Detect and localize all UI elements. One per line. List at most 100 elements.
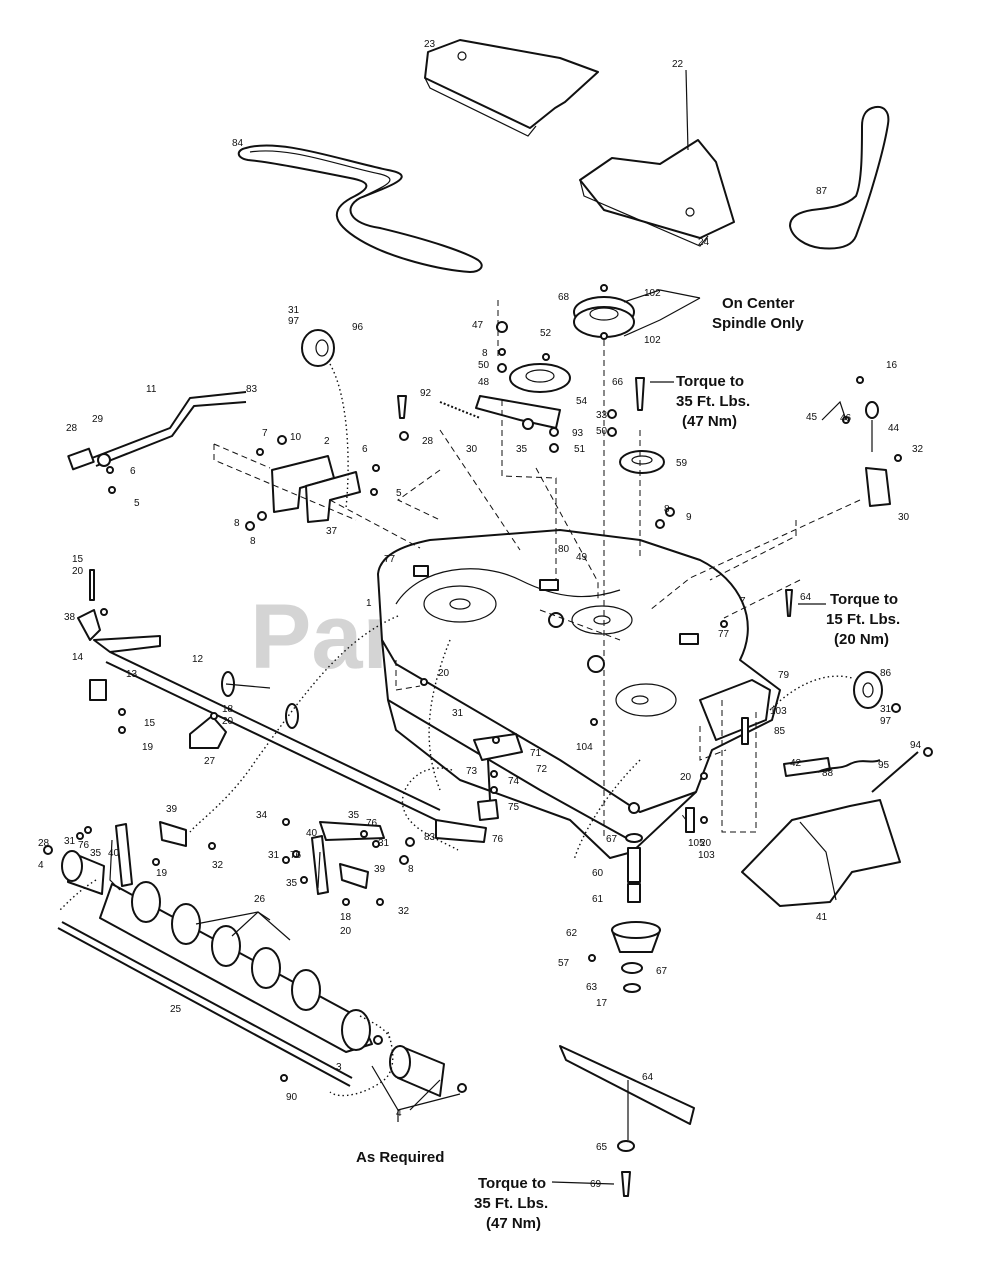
- callout: 13: [126, 669, 138, 680]
- callout: 28: [422, 436, 434, 447]
- callout: 72: [536, 764, 548, 775]
- callout: 24: [698, 237, 710, 248]
- callout: 103: [770, 706, 787, 717]
- callout: 32: [912, 444, 924, 455]
- callout: 6: [130, 466, 136, 477]
- callout: 2: [324, 436, 330, 447]
- spindle-assembly: [611, 833, 661, 993]
- callout: 75: [508, 802, 520, 813]
- callout: 83: [424, 832, 436, 843]
- chute-hinge-rod: [783, 751, 919, 793]
- callout: 4: [396, 1108, 402, 1119]
- callout: 96: [352, 322, 364, 333]
- callout: 80: [558, 544, 570, 555]
- callout: 94: [910, 740, 922, 751]
- callout: 76: [366, 818, 378, 829]
- callout: 73: [466, 766, 478, 777]
- callout: 28: [38, 838, 50, 849]
- callout: 9: [686, 512, 692, 523]
- callout: 49: [576, 552, 588, 563]
- callout: 20: [438, 668, 450, 679]
- belt-cover-left: [424, 39, 599, 137]
- idler-pulley-96: [301, 329, 335, 367]
- callout: 85: [774, 726, 786, 737]
- callout: 77: [384, 554, 396, 565]
- belt-cover-right: [579, 69, 735, 247]
- spindle-pulley-59: [619, 450, 665, 474]
- note-on-center: On Center: [722, 295, 795, 312]
- side-roller-28-right: [389, 1045, 445, 1097]
- callout: 86: [880, 668, 892, 679]
- callout: 37: [326, 526, 338, 537]
- callout: 105: [688, 838, 705, 849]
- callout: 50: [478, 360, 490, 371]
- callout: 60: [592, 868, 604, 879]
- callout: 32: [212, 860, 224, 871]
- note-as-required: As Required: [356, 1149, 444, 1166]
- callout: 20: [680, 772, 692, 783]
- callout: 64: [642, 1072, 654, 1083]
- callout: 30: [466, 444, 478, 455]
- callout: 3: [336, 1062, 342, 1073]
- rear-lift-arms: [189, 715, 487, 843]
- mower-deck: [377, 529, 781, 859]
- callout: 17: [596, 998, 608, 1009]
- callout: 48: [478, 377, 490, 388]
- hardware-fasteners: [43, 284, 933, 1093]
- roller-assembly-26: [99, 881, 373, 1053]
- callout: 20: [72, 566, 84, 577]
- callout: 10: [290, 432, 302, 443]
- callout: 18: [340, 912, 352, 923]
- callout: 68: [558, 292, 570, 303]
- callout: 71: [530, 748, 542, 759]
- callout: 26: [254, 894, 266, 905]
- callout: 4: [38, 860, 44, 871]
- callout: 39: [374, 864, 386, 875]
- callout: 20: [700, 838, 712, 849]
- front-lift-shaft-12: [89, 635, 441, 821]
- callout: 102: [644, 288, 661, 299]
- callout: 31: [268, 850, 280, 861]
- callout: 12: [192, 654, 204, 665]
- callout: 59: [676, 458, 688, 469]
- callout: 69: [590, 1179, 602, 1190]
- callout: 74: [508, 776, 520, 787]
- deck-pulley-86: [853, 671, 883, 709]
- note-on-center-line2: Spindle Only: [712, 315, 804, 332]
- drive-belt-short: [789, 106, 890, 250]
- callout: 19: [156, 868, 168, 879]
- deck-gauge-bracket-30: [865, 401, 891, 507]
- callout: 23: [424, 39, 436, 50]
- callout: 57: [558, 958, 570, 969]
- callout: 20: [222, 716, 234, 727]
- callout: 8: [250, 536, 256, 547]
- callout: 31: [880, 704, 892, 715]
- callout: 7: [262, 428, 268, 439]
- callout: 61: [592, 894, 604, 905]
- callout: 25: [170, 1004, 182, 1015]
- note-torque-35-lower: Torque to: [478, 1175, 546, 1192]
- idler-pulley-54: [509, 363, 571, 393]
- callout: 84: [232, 138, 244, 149]
- callout: 31: [378, 838, 390, 849]
- callout: 42: [790, 758, 802, 769]
- note-torque-35-upper: Torque to: [676, 373, 744, 390]
- callout: 97: [880, 716, 892, 727]
- callout: 6: [362, 444, 368, 455]
- callout: 16: [886, 360, 898, 371]
- callout: 31: [64, 836, 76, 847]
- callout: 47: [472, 320, 484, 331]
- callout: 8: [664, 504, 670, 515]
- callout: 54: [576, 396, 588, 407]
- callout: 34: [256, 810, 268, 821]
- callout: 76: [290, 850, 302, 861]
- callout: 103: [698, 850, 715, 861]
- callout: 8: [408, 864, 414, 875]
- part-callouts: 23 22 84 87 24 68 102 102 31 97 96 47 52…: [38, 39, 924, 1190]
- callout: 1: [366, 598, 372, 609]
- callout: 62: [566, 928, 578, 939]
- note-torque-35-upper-line2: 35 Ft. Lbs.: [676, 393, 750, 410]
- callout: 45: [806, 412, 818, 423]
- callout: 90: [286, 1092, 298, 1103]
- callout: 95: [878, 760, 890, 771]
